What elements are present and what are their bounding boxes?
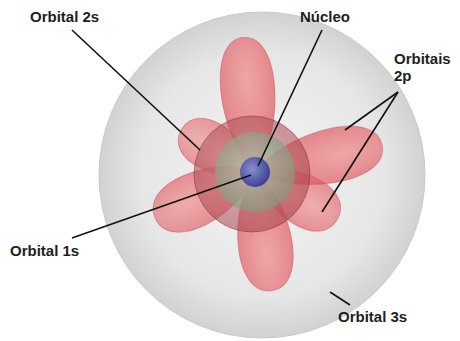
callout-label: Núcleo [300, 8, 390, 25]
callout-label-box: Orbitais 2p [394, 50, 456, 84]
leader-line [345, 92, 398, 130]
leader-line [72, 175, 251, 238]
callout-label: Orbital 1s [10, 242, 120, 259]
leader-line [330, 292, 350, 305]
callout-label: Orbitais 2p [394, 50, 456, 84]
orbital-3s-sphere [99, 12, 425, 338]
orbital-2s-sphere [194, 116, 310, 232]
leader-line [322, 92, 398, 212]
callout-label: Orbital 2s [30, 8, 140, 25]
callout-label-box: Orbital 2s [30, 8, 140, 25]
leader-lines [72, 30, 398, 305]
inner-sphere [215, 132, 295, 212]
orbital-1s-sphere [240, 157, 270, 187]
callout-label-box: Núcleo [300, 8, 390, 25]
callout-label-box: Orbital 3s [338, 308, 448, 325]
leader-line [72, 30, 200, 150]
callout-label-box: Orbital 1s [10, 242, 120, 259]
callout-label: Orbital 3s [338, 308, 448, 325]
leader-line [258, 30, 322, 166]
